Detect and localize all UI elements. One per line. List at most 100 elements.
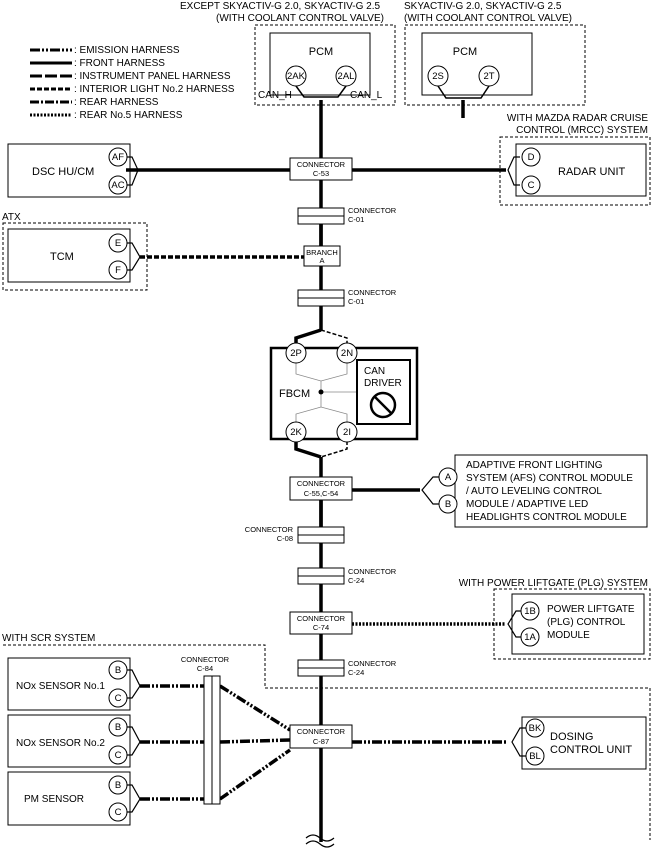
plg-pin-1a-label: 1A xyxy=(524,632,536,643)
fbcm-pin-2k xyxy=(285,421,307,443)
pcm1-group-caption-line1: EXCEPT SKYACTIV-G 2.0, SKYACTIV-G 2.5 xyxy=(180,1,381,12)
branch-a-label-line1: BRANCH xyxy=(306,248,338,257)
legend-rear-label: : REAR HARNESS xyxy=(74,97,159,108)
fbcm-pin-2k-label: 2K xyxy=(290,427,302,438)
fbcm-pin-2i xyxy=(336,421,358,443)
plg-group-caption: WITH POWER LIFTGATE (PLG) SYSTEM xyxy=(459,578,648,589)
pcm2-2s-wire xyxy=(437,85,463,99)
nox1-pin-c xyxy=(108,688,128,708)
branch-a-label-line2: A xyxy=(319,256,324,265)
pcm1-can-l-label: CAN_L xyxy=(350,90,383,101)
plg-pin-fan xyxy=(507,610,522,638)
harness-legend: : EMISSION HARNESS : FRONT HARNESS : INS… xyxy=(30,45,235,121)
tcm-pin-f xyxy=(108,260,128,280)
fbcm-2n-in-wire xyxy=(320,329,348,345)
plg-name-line2: (PLG) CONTROL xyxy=(547,617,626,628)
tcm-box xyxy=(7,228,131,283)
dosing-name-line1: DOSING xyxy=(550,731,593,743)
pcm1-group-caption-line2: (WITH COOLANT CONTROL VALVE) xyxy=(216,13,384,24)
connector-c74-label-line1: CONNECTOR xyxy=(297,614,346,623)
dosing-pin-bk-label: BK xyxy=(529,723,542,734)
radar-pin-c xyxy=(521,175,541,195)
afs-pin-b xyxy=(438,494,458,514)
nox1-pin-c-label: C xyxy=(115,693,122,704)
nox2-pin-c xyxy=(108,745,128,765)
pm-pin-c-label: C xyxy=(115,807,122,818)
connector-c74-block xyxy=(289,611,353,635)
dosing-pin-bk xyxy=(525,718,545,738)
pcm1-name: PCM xyxy=(309,46,333,58)
plg-pin-1a xyxy=(520,627,540,647)
pcm2-name: PCM xyxy=(453,46,477,58)
fbcm-2i-out-wire xyxy=(320,441,348,458)
dosing-name-line2: CONTROL UNIT xyxy=(550,744,632,756)
connector-c55-label-line2: C-55,C-54 xyxy=(304,489,339,498)
plg-pin-1b xyxy=(520,601,540,621)
pcm2-2t-wire xyxy=(463,85,490,99)
connector-c08-label-line2: C-08 xyxy=(277,534,293,543)
afs-pin-a-label: A xyxy=(445,472,452,483)
connector-c53-block xyxy=(289,157,353,181)
pcm2-pin-2t-label: 2T xyxy=(483,71,494,82)
connector-c74-label-line2: C-74 xyxy=(313,623,329,632)
plg-name-line3: MODULE xyxy=(547,630,590,641)
scr-option-outline xyxy=(3,644,651,840)
afs-name-line4: MODULE / ADAPTIVE LED xyxy=(466,499,588,510)
wire-c84-c87-middle xyxy=(219,738,291,744)
pcm1-can-h-label: CAN_H xyxy=(258,90,292,101)
afs-name-line5: HEADLIGHTS CONTROL MODULE xyxy=(466,512,627,523)
scr-group-caption: WITH SCR SYSTEM xyxy=(2,633,95,644)
nox2-pin-b-label: B xyxy=(115,722,121,733)
connector-c55-label-line1: CONNECTOR xyxy=(297,479,346,488)
dosing-pin-bl-label: BL xyxy=(529,751,541,762)
radar-pin-c-label: C xyxy=(528,180,535,191)
mrcc-group-caption-line1: WITH MAZDA RADAR CRUISE xyxy=(507,113,648,124)
nox1-name: NOx SENSOR No.1 xyxy=(16,681,105,692)
afs-name-line1: ADAPTIVE FRONT LIGHTING xyxy=(466,460,603,471)
connector-c53-label-line2: C-53 xyxy=(313,169,329,178)
connector-c24-upper-label-line2: C-24 xyxy=(348,576,364,585)
connector-c01-lower-label-line2: C-01 xyxy=(348,297,364,306)
pcm1-canl-wire xyxy=(321,85,347,98)
connector-c87-label-line2: C-87 xyxy=(313,737,329,746)
legend-interior-label: : INTERIOR LIGHT No.2 HARNESS xyxy=(74,84,235,95)
legend-rear5-label: : REAR No.5 HARNESS xyxy=(74,110,183,121)
nox2-pin-b xyxy=(108,717,128,737)
tcm-name: TCM xyxy=(50,251,74,263)
fbcm-pin-2p-label: 2P xyxy=(290,348,302,359)
pcm1-pin-2ak xyxy=(285,65,307,87)
dosing-pin-fan xyxy=(511,727,526,757)
connector-c87-block xyxy=(289,724,353,749)
mrcc-group-caption-line2: CONTROL (MRCC) SYSTEM xyxy=(516,125,648,136)
wire-c84-c87-upper xyxy=(219,684,291,732)
dsc-pin-ac xyxy=(108,175,128,195)
dsc-name: DSC HU/CM xyxy=(32,166,94,178)
nox2-pin-c-label: C xyxy=(115,750,122,761)
plg-pin-1b-label: 1B xyxy=(524,606,536,617)
atx-group-caption: ATX xyxy=(2,212,21,223)
pcm1-pin-2ak-label: 2AK xyxy=(287,71,306,82)
pm-pin-b-label: B xyxy=(115,780,121,791)
connector-c08-label-line1: CONNECTOR xyxy=(245,525,294,534)
pcm1-canh-wire xyxy=(295,85,321,98)
tcm-pin-e xyxy=(108,233,128,253)
afs-pin-b-label: B xyxy=(445,499,451,510)
dosing-pin-bl xyxy=(525,746,545,766)
afs-pin-fan xyxy=(421,476,439,505)
connector-c24-upper-label-line1: CONNECTOR xyxy=(348,567,397,576)
legend-instrument-label: : INSTRUMENT PANEL HARNESS xyxy=(74,71,231,82)
pm-pin-b xyxy=(108,775,128,795)
dsc-pin-ac-label: AC xyxy=(111,180,124,191)
pcm2-pin-2s-label: 2S xyxy=(432,71,444,82)
continuation-break-mark xyxy=(305,834,335,848)
pcm2-group-caption-line1: SKYACTIV-G 2.0, SKYACTIV-G 2.5 xyxy=(404,1,562,12)
connector-c87-label-line1: CONNECTOR xyxy=(297,727,346,736)
afs-name-line2: SYSTEM (AFS) CONTROL MODULE xyxy=(466,473,633,484)
pcm2-pin-2s xyxy=(427,65,449,87)
radar-pin-fan xyxy=(507,156,520,186)
pcm1-pin-2al-label: 2AL xyxy=(338,71,355,82)
connector-c53-label-line1: CONNECTOR xyxy=(297,160,346,169)
radar-pin-d-label: D xyxy=(528,152,535,163)
fbcm-2p-in-wire xyxy=(294,328,322,345)
